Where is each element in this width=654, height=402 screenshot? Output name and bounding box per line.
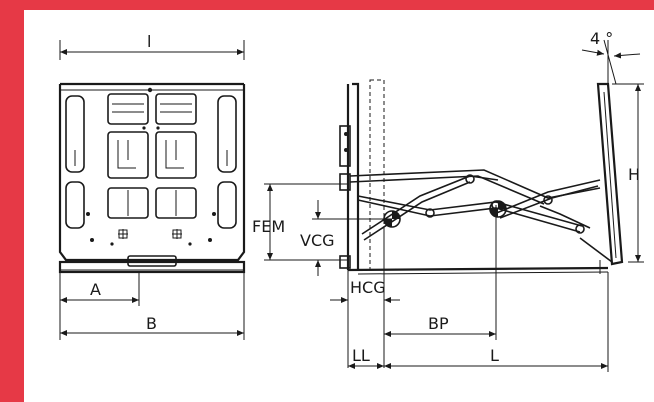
label-a: A <box>90 280 101 299</box>
label-vcg: VCG <box>300 231 335 250</box>
label-b: B <box>146 314 157 333</box>
accent-bar-top <box>0 0 654 10</box>
label-fem: FEM <box>252 217 285 236</box>
label-ll: LL <box>352 346 370 365</box>
label-angle: 4 ° <box>590 29 613 48</box>
cg-marker-attachment <box>489 200 507 218</box>
side-slot-left-upper <box>65 95 85 173</box>
side-slot-left-lower <box>65 181 85 229</box>
front-view: l <box>58 32 246 340</box>
fork <box>347 266 609 272</box>
accent-bar-left <box>0 0 24 402</box>
carriage-plate <box>58 84 246 262</box>
label-l: l <box>147 32 151 51</box>
label-bp: BP <box>428 314 449 333</box>
scissor-mechanism <box>349 169 601 241</box>
clamp-pad <box>596 82 624 266</box>
label-big-l: L <box>490 346 499 365</box>
label-h: H <box>628 165 640 184</box>
label-hcg: HCG <box>350 278 386 297</box>
side-slot-right-upper <box>217 95 237 173</box>
fork-bar <box>58 260 246 274</box>
side-view: H 4 ° FEM VCG HCG BP LL L <box>252 29 644 372</box>
side-slot-right-lower <box>217 181 237 229</box>
